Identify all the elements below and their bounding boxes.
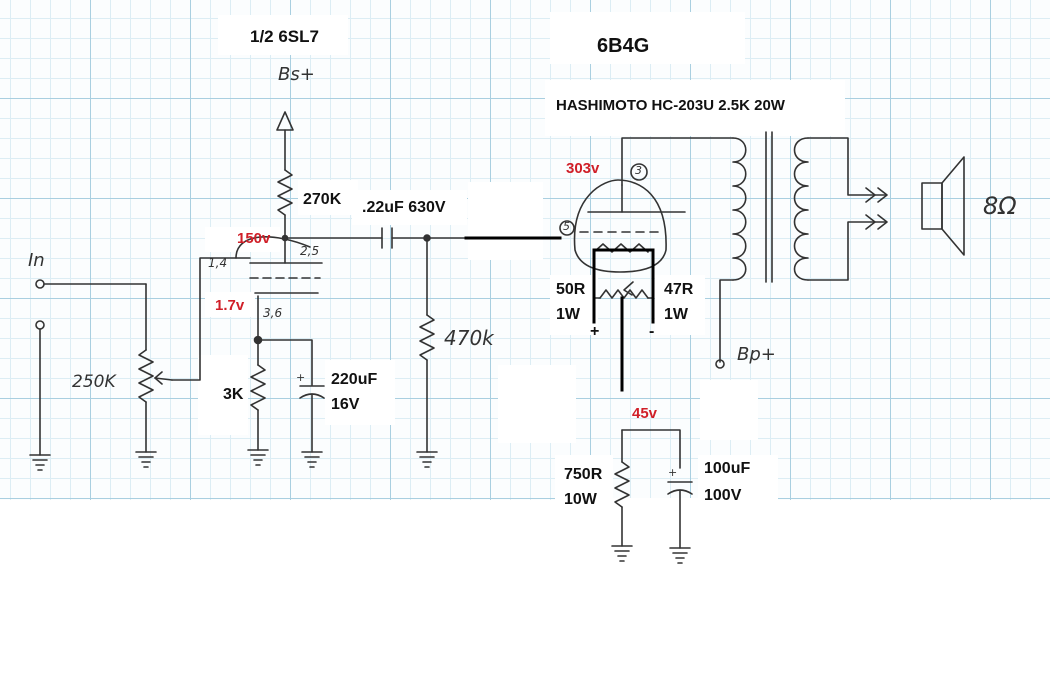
driver-tube-label: 1/2 6SL7 <box>250 27 319 46</box>
speaker-arrow <box>865 187 876 203</box>
bias-resistor-power-label: 10W <box>564 491 597 508</box>
label-patch <box>218 15 348 55</box>
plus-sign: + <box>590 323 600 340</box>
label-patch <box>550 275 598 335</box>
bias-cap-voltage-label: 100V <box>704 487 742 504</box>
ground-symbol <box>301 451 323 468</box>
pot-wiper-arrow <box>154 371 163 385</box>
hum-balance-resistor <box>599 289 649 299</box>
coupling-cap-label: .22uF 630V <box>362 199 446 216</box>
label-patch <box>545 80 845 136</box>
bs-supply-label: Bs+ <box>278 64 315 85</box>
cathode-resistor <box>250 364 266 411</box>
bp-supply-label: Bp+ <box>737 344 776 365</box>
cathode-cap-curved-plate <box>299 393 325 399</box>
pin-label-plate: 2,5 <box>300 244 320 258</box>
label-patch <box>612 498 700 578</box>
pin-label-grid-out: 5 <box>563 220 570 233</box>
bias-resistor <box>614 461 630 508</box>
label-patch <box>698 455 778 515</box>
pot-value-label: 250K <box>72 372 116 392</box>
transformer-primary <box>732 137 747 281</box>
bias-cap-value-label: 100uF <box>704 460 751 477</box>
ground-symbol <box>416 451 438 468</box>
bias-resistor-value-label: 750R <box>564 466 603 483</box>
speaker-label: 8Ω <box>983 192 1017 220</box>
bs-supply-arrow <box>276 111 294 131</box>
output-cathode-voltage: 45v <box>632 405 658 422</box>
label-patch <box>468 182 543 260</box>
bias-cap-curved-plate <box>667 489 693 495</box>
label-patch <box>298 180 358 215</box>
ground-symbol <box>611 545 633 562</box>
bias-cap-wire <box>621 429 681 469</box>
transformer-secondary <box>793 137 809 281</box>
speaker-arrow <box>877 187 888 203</box>
label-patch <box>700 380 758 440</box>
speaker-magnet <box>921 182 943 230</box>
volume-pot-resistor <box>138 349 154 403</box>
wiper-to-grid-wire <box>171 257 251 381</box>
label-patch <box>655 275 705 335</box>
speaker-arrow <box>877 214 888 230</box>
speaker-cone <box>941 156 965 256</box>
cathode-cap-polarity: + <box>296 371 306 384</box>
input-jack-ground <box>35 320 45 330</box>
hum-right-value-label: 47R <box>664 281 694 298</box>
ground-symbol <box>669 547 691 564</box>
speaker-hot-wire <box>807 137 886 196</box>
minus-sign: - <box>649 323 655 340</box>
ground-symbol <box>247 449 269 466</box>
label-patch <box>325 360 395 425</box>
label-patch <box>498 365 576 443</box>
label-patch <box>555 455 613 515</box>
driver-cathode-voltage: 1.7v <box>215 297 245 314</box>
transformer-label: HASHIMOTO HC-203U 2.5K 20W <box>556 97 785 114</box>
output-tube-label: 6B4G <box>597 35 650 57</box>
label-patch <box>205 292 255 317</box>
grid-resistor-label: 470k <box>444 326 494 350</box>
cathode-cap-wire <box>257 339 313 386</box>
grid-resistor <box>419 314 435 361</box>
pot-wiper <box>154 377 173 381</box>
cathode-cap-value-label: 220uF <box>331 371 378 388</box>
speaker-arrow <box>865 214 876 230</box>
speaker-return-wire <box>807 221 886 281</box>
label-patch <box>352 190 467 225</box>
bp-supply-terminal <box>715 359 725 369</box>
bias-cap-polarity: + <box>668 466 678 479</box>
output-plate-voltage: 303v <box>566 160 600 177</box>
plate-to-transformer-wire <box>621 137 734 186</box>
output-tube-filament <box>593 243 649 253</box>
plate-resistor <box>277 169 293 216</box>
input-jack-hot <box>35 279 45 289</box>
driver-envelope <box>235 236 311 259</box>
plate-resistor-label: 270K <box>303 191 342 208</box>
hum-left-power-label: 1W <box>556 306 580 323</box>
output-tube-envelope <box>573 179 667 273</box>
ground-symbol <box>135 451 157 468</box>
driver-plate-voltage: 150v <box>237 230 271 247</box>
pin3-circle <box>630 163 648 181</box>
label-patch <box>198 355 248 435</box>
cathode-cap-voltage-label: 16V <box>331 396 360 413</box>
label-patch <box>205 227 280 252</box>
cathode-resistor-label: 3K <box>223 386 244 403</box>
label-patch <box>550 12 745 64</box>
input-label: In <box>28 250 45 271</box>
pin-label-cathode: 3,6 <box>263 306 283 320</box>
pin-label-grid: 1,4 <box>208 256 228 270</box>
pin-label-plate-out: 3 <box>635 164 642 177</box>
pin5-circle <box>559 220 575 236</box>
hum-right-power-label: 1W <box>664 306 688 323</box>
hum-wiper-arrow <box>623 281 634 296</box>
ground-symbol <box>29 454 51 471</box>
bp-supply-wire <box>719 279 734 363</box>
hum-left-value-label: 50R <box>556 281 586 298</box>
